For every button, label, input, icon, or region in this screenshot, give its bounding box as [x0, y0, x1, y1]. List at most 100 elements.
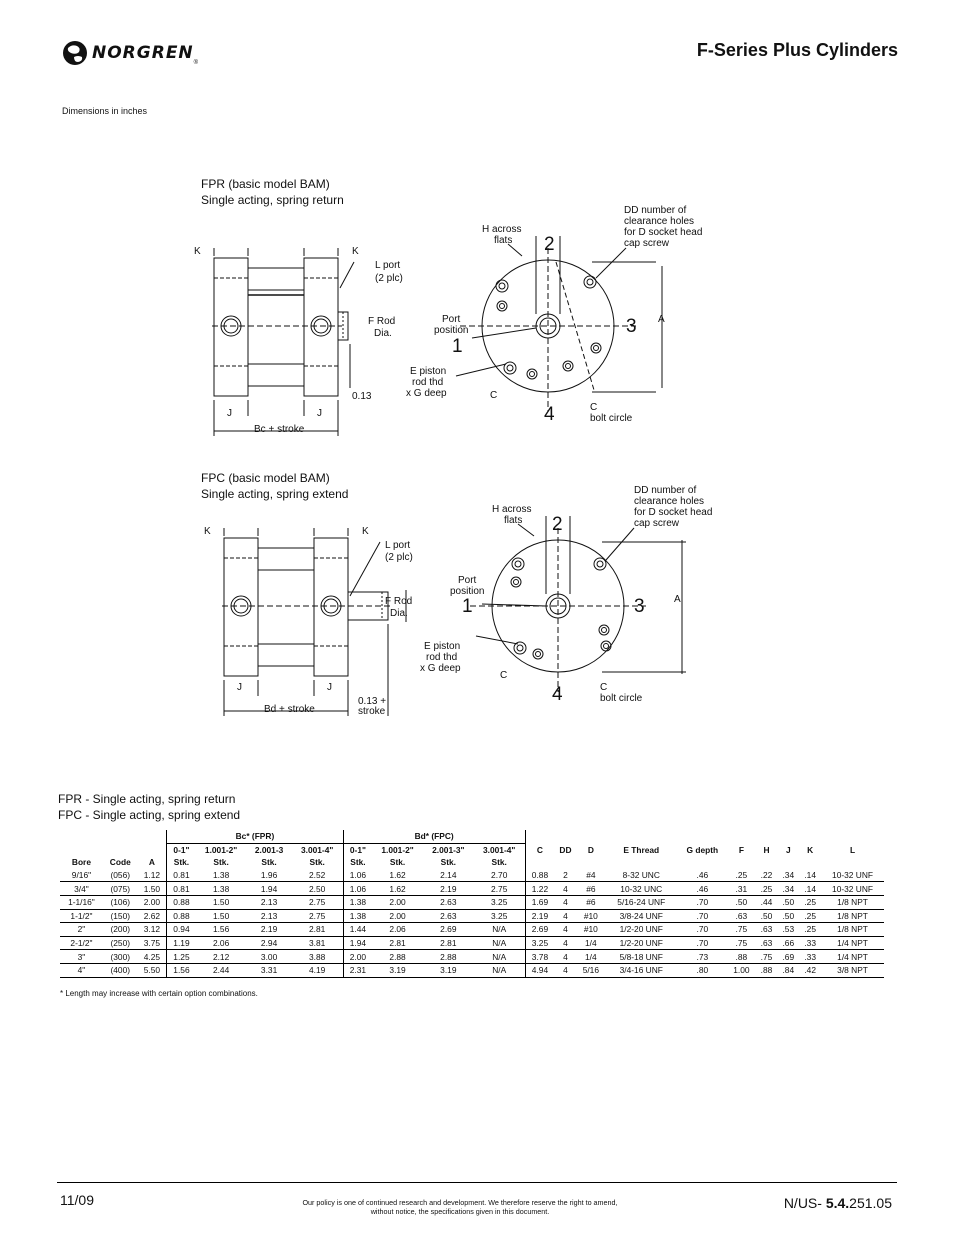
fpc-dd-1: DD number of: [634, 485, 696, 496]
table-cell: 1/8 NPT: [821, 909, 884, 924]
footer-document-code: N/US- 5.4.251.05: [784, 1195, 892, 1211]
fpr-j-left: J: [227, 408, 232, 419]
table-cell: 1.00: [727, 963, 756, 978]
table-legend: FPR - Single acting, spring return FPC -…: [58, 791, 240, 823]
table-cell: .44: [755, 895, 778, 910]
table-cell: .25: [799, 922, 822, 937]
footer-date: 11/09: [60, 1192, 94, 1208]
table-cell: 2.50: [291, 881, 344, 896]
table-cell: 0.81: [166, 868, 196, 883]
table-cell: (200): [102, 922, 138, 937]
stroke-range: 0-1": [166, 843, 196, 857]
footer-code-prefix: N/US-: [783, 1195, 826, 1211]
table-cell: .70: [677, 895, 728, 910]
fpr-dd-4: cap screw: [624, 238, 670, 249]
table-cell: 2.13: [246, 909, 292, 924]
fpc-h-across: H across: [492, 504, 531, 515]
stroke-range: 1.001-2": [204, 844, 238, 855]
norgren-globe-icon: [63, 41, 87, 65]
fpc-j-left: J: [237, 682, 242, 693]
column-header-stk: Stk.: [261, 857, 277, 868]
fpc-h-across-flats: flats: [504, 515, 522, 526]
column-header-code: Code: [109, 857, 131, 868]
column-header-stk: Stk.: [440, 857, 457, 868]
table-cell: 2.94: [246, 936, 292, 951]
table-cell: 5.50: [137, 963, 167, 978]
table-cell: 1.44: [342, 922, 373, 937]
table-cell: 3.25: [524, 936, 555, 951]
fpr-side-view: K K J J L port (2 plc) F Rod Dia. 0.13 B…: [194, 246, 403, 436]
fpc-offset-stroke: stroke: [358, 706, 386, 717]
fpr-caption: FPR (basic model BAM) Single acting, spr…: [201, 176, 344, 208]
table-cell: .33: [799, 949, 822, 964]
table-cell: 1.94: [246, 881, 292, 896]
table-cell: 0.94: [166, 922, 196, 937]
table-cell: 2.44: [195, 963, 247, 978]
table-cell: 2: [554, 868, 577, 883]
table-cell: 2.00: [372, 909, 423, 924]
column-header-a: A: [148, 857, 155, 868]
table-cell: 2": [60, 922, 103, 937]
table-cell: 1.25: [166, 949, 196, 964]
fpc-port: Port: [458, 575, 477, 586]
table-cell: 2.88: [422, 949, 474, 964]
table-cell: 3.19: [372, 963, 423, 978]
table-cell: 2.06: [372, 922, 423, 937]
table-cell: 4.25: [137, 949, 167, 964]
fpr-j-right: J: [317, 408, 322, 419]
table-cell: 4: [554, 909, 577, 924]
fpr-e-1: E piston: [410, 366, 446, 377]
table-cell: .66: [777, 936, 800, 951]
fpr-position-4: 4: [544, 404, 555, 425]
fpr-e-3: x G deep: [406, 388, 447, 399]
fpc-e-2: rod thd: [426, 652, 457, 663]
table-cell: 10-32 UNC: [605, 881, 678, 896]
table-cell: 3": [60, 949, 103, 964]
table-cell: 1.96: [246, 868, 292, 883]
fpc-side-view: K K J J L port (2 plc) F Rod Dia. 0.13 +…: [204, 526, 413, 717]
fpr-h-across-flats: flats: [494, 235, 512, 246]
table-cell: 1.56: [195, 922, 247, 937]
table-cell: N/A: [473, 936, 526, 951]
column-header-j: J: [785, 844, 791, 855]
table-cell: 0.88: [166, 909, 196, 924]
table-header-row: Bore Code A Stk. Stk. Stk. Stk. Stk. Stk…: [60, 856, 884, 869]
fpr-position-3: 3: [626, 316, 637, 337]
column-header-d: D: [587, 844, 594, 855]
table-cell: 3.81: [291, 936, 344, 951]
table-cell: 1/8 NPT: [821, 922, 884, 937]
table-cell: 2.19: [422, 881, 474, 896]
table-cell: 1/8 NPT: [821, 895, 884, 910]
column-header-h: H: [763, 844, 770, 855]
table-cell: 2.88: [372, 949, 423, 964]
table-cell: .34: [777, 881, 800, 896]
fpr-port: Port: [442, 314, 461, 325]
fpr-a: A: [658, 314, 665, 325]
column-header-g-depth: G depth: [686, 844, 719, 855]
fpc-offset: 0.13 +: [358, 696, 386, 707]
table-cell: .88: [727, 949, 756, 964]
table-cell: 1.06: [342, 868, 373, 883]
fpc-right-endcap: [313, 537, 349, 677]
table-cell: 1.12: [137, 868, 167, 883]
fpc-position-1: 1: [462, 596, 473, 617]
fpc-centerline: C: [500, 670, 507, 681]
table-cell: 3.88: [291, 949, 344, 964]
table-cell: 4.19: [291, 963, 344, 978]
table-cell: .33: [799, 936, 822, 951]
table-cell: 2.13: [246, 895, 292, 910]
table-cell: .42: [799, 963, 822, 978]
fpr-l-port: L port: [375, 260, 400, 271]
fpc-bolt-circle: bolt circle: [600, 693, 643, 704]
table-cell: .63: [727, 909, 756, 924]
fpc-position-4: 4: [552, 684, 563, 705]
table-cell: 1.38: [342, 909, 373, 924]
fpr-end-view: 2 3 1 4 A H across flats DD number of cl…: [406, 205, 702, 425]
table-cell: .50: [777, 909, 800, 924]
column-header-stk: Stk.: [342, 856, 373, 869]
